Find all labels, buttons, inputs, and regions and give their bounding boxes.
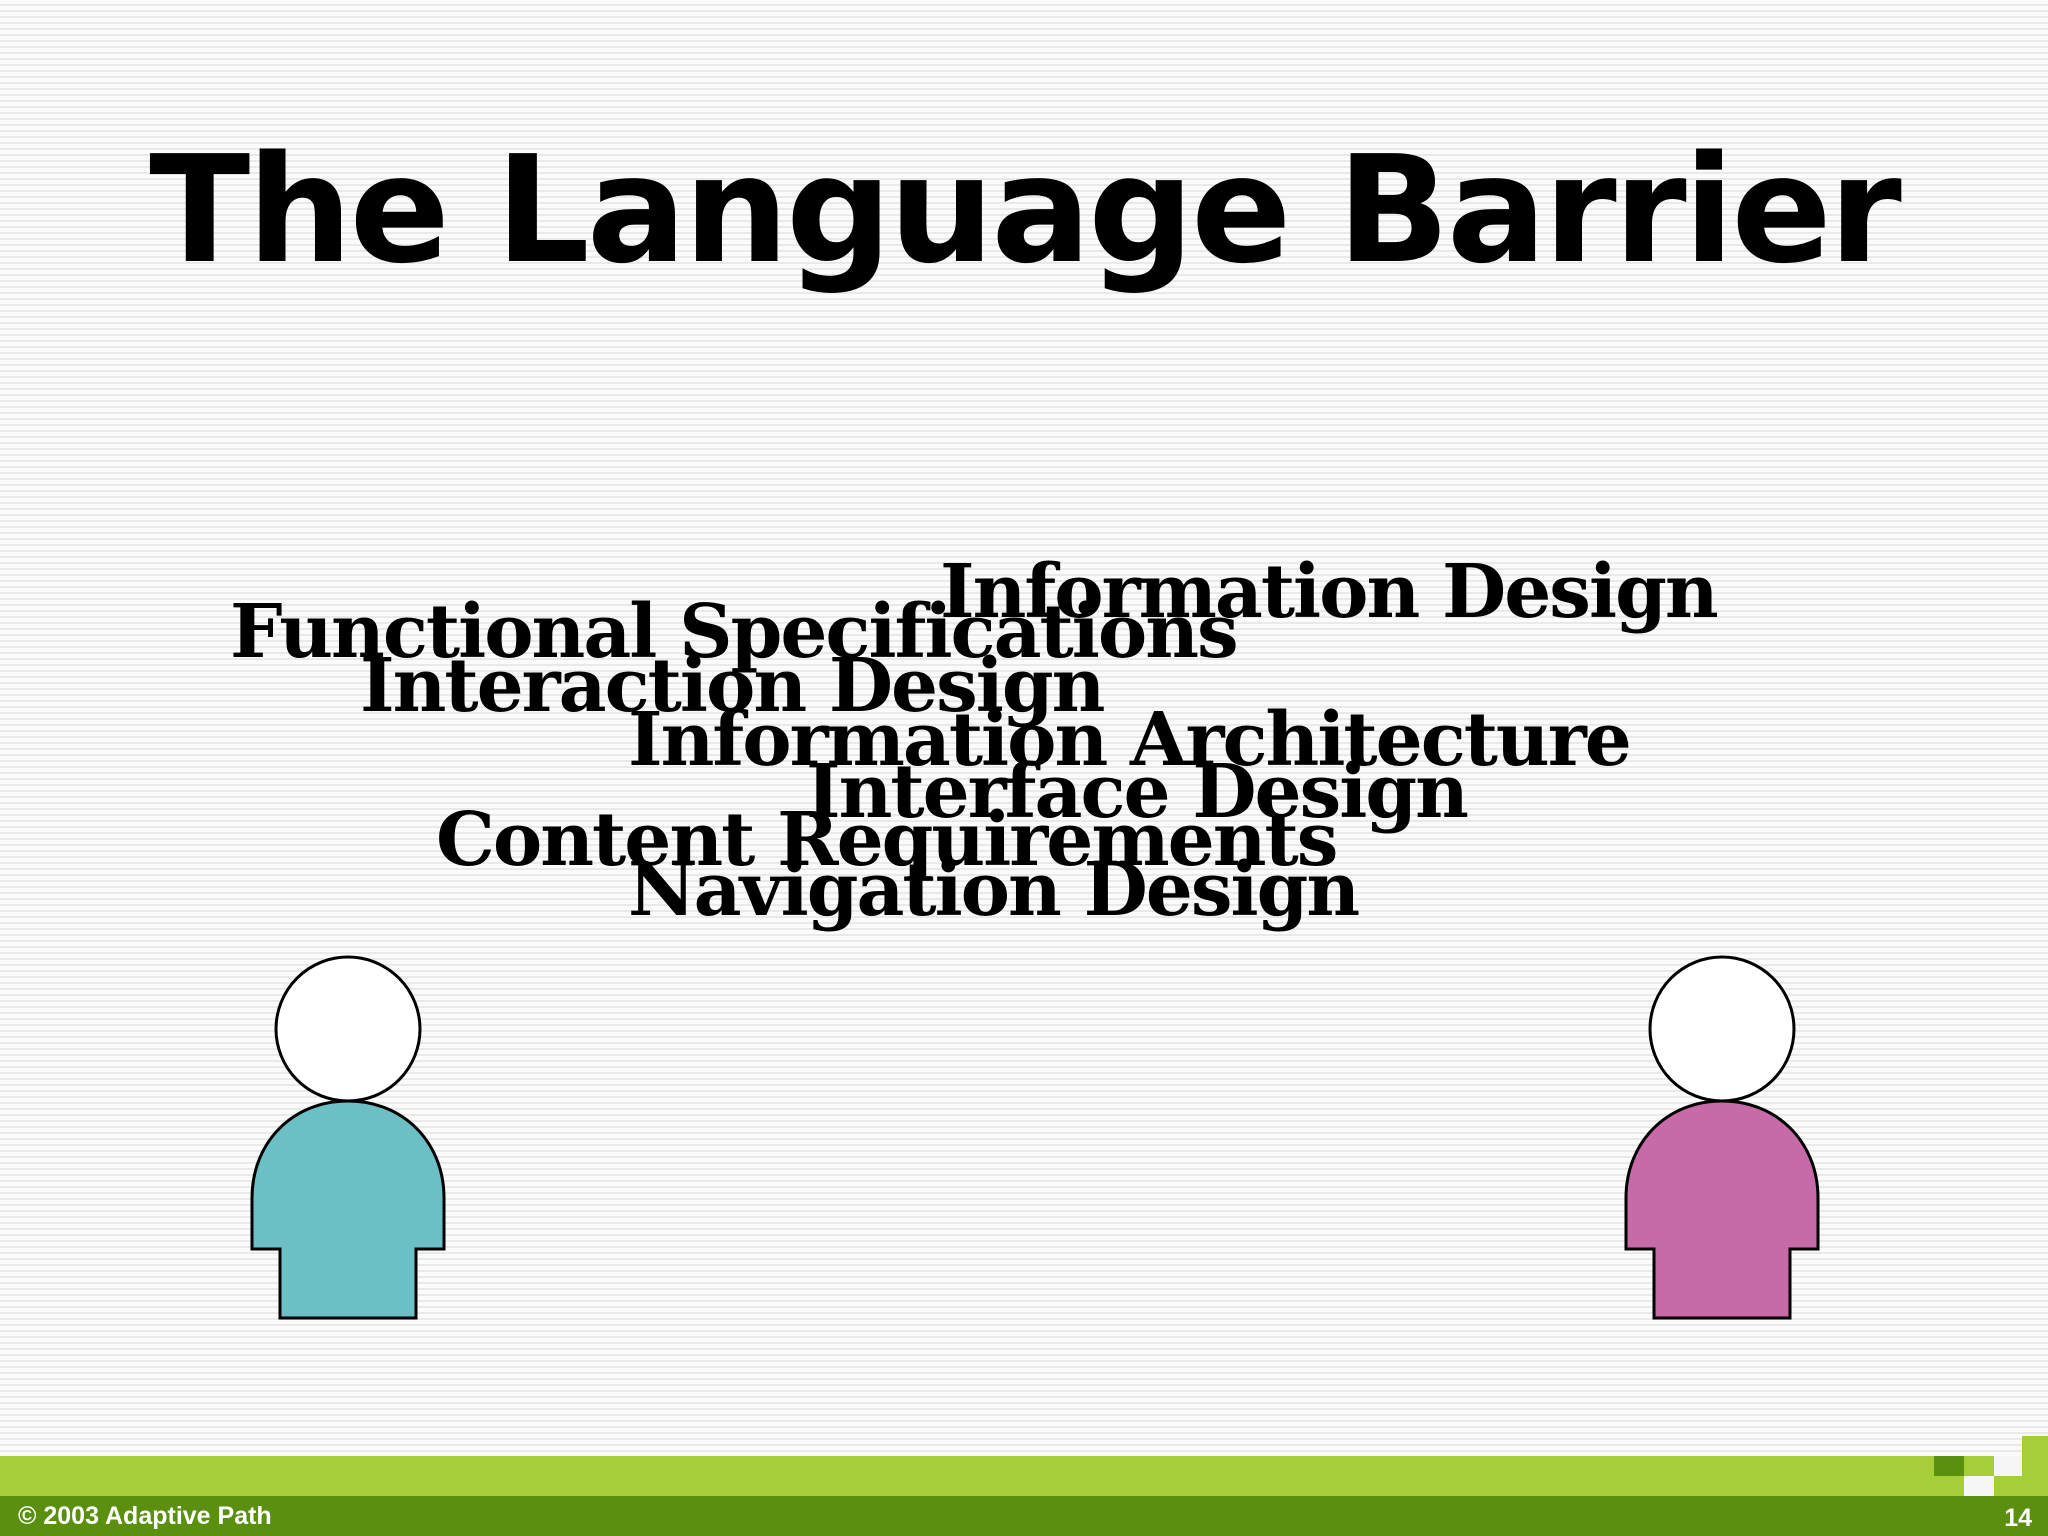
footer-decoration-block [1934, 1456, 1964, 1476]
slide-title: The Language Barrier [149, 124, 1902, 296]
footer-accent-bar [0, 1456, 2048, 1496]
term-navigation-design: Navigation Design [628, 847, 1360, 933]
person-right-icon [1624, 955, 1820, 1320]
page-number: 14 [2004, 1504, 2032, 1532]
term-functional-specifications: Functional Specifications [230, 589, 1239, 675]
term-information-architecture: Information Architecture [628, 697, 1632, 783]
footer-decoration-block [1964, 1476, 1994, 1496]
footer-decoration-block [1994, 1456, 2022, 1476]
person-right-body [1624, 1099, 1820, 1320]
person-left-head [274, 955, 422, 1103]
footer-decoration-block [2022, 1436, 2048, 1456]
term-interaction-design: Interaction Design [360, 643, 1105, 729]
term-content-requirements: Content Requirements [436, 797, 1338, 883]
term-interface-design: Interface Design [806, 749, 1469, 835]
person-left-body [250, 1099, 446, 1320]
person-left-icon [250, 955, 446, 1320]
person-right-head [1648, 955, 1796, 1103]
footer-bar [0, 1496, 2048, 1536]
footer-copyright: © 2003 Adaptive Path [18, 1502, 272, 1530]
term-information-design: Information Design [940, 549, 1719, 635]
